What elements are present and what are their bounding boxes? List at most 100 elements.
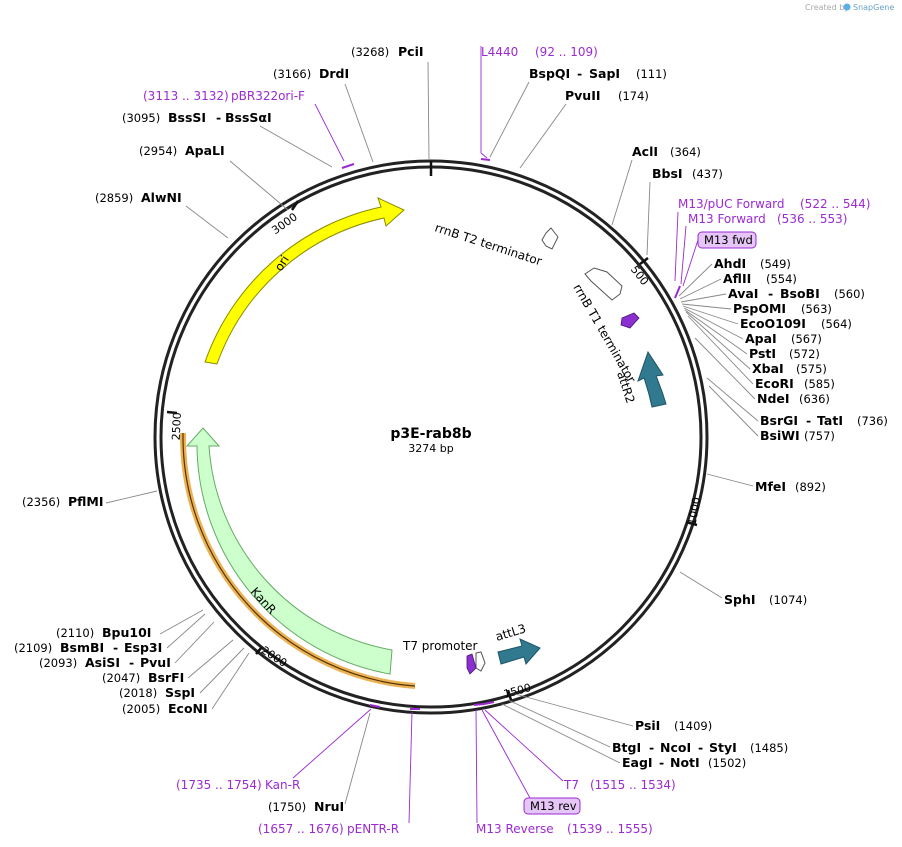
primer-name-m13-forward[interactable]: M13 Forward <box>688 212 766 226</box>
feature-t7-purple-arrow[interactable] <box>466 653 477 675</box>
primer-labels: L4440 (92 .. 109) (3113 .. 3132) pBR322o… <box>143 45 870 836</box>
feature-kanr[interactable] <box>185 427 393 675</box>
primer-name-pentr-r[interactable]: pENTR-R <box>347 822 399 836</box>
site-name-ncoi[interactable]: NcoI <box>660 740 691 755</box>
primer-name-l4440[interactable]: L4440 <box>481 45 518 59</box>
site-name-bsssi[interactable]: BssSI <box>168 110 206 125</box>
primer-range-pbr322ori-f: (3113 .. 3132) <box>143 89 229 103</box>
site-name-aflii[interactable]: AflII <box>723 271 751 286</box>
site-name-ndei[interactable]: NdeI <box>757 391 790 406</box>
site-name-ecoo109i[interactable]: EcoO109I <box>740 316 806 331</box>
leader-m13rev <box>481 709 531 799</box>
site-name-bsobi[interactable]: BsoBI <box>780 286 820 301</box>
primer-box-m13-rev[interactable] <box>523 797 581 815</box>
feature-rrnb-t1[interactable] <box>584 267 623 301</box>
site-name-alwni[interactable]: AlwNI <box>141 190 182 205</box>
leader-m13puc <box>674 211 679 282</box>
leader-econi <box>211 652 250 710</box>
primer-name-m13-reverse[interactable]: M13 Reverse <box>476 822 554 836</box>
site-pos-psii: (1409) <box>674 719 712 733</box>
site-pos-pvuii: (174) <box>618 89 649 103</box>
site-name-pflmi[interactable]: PflMI <box>68 494 104 509</box>
site-pos-bsiwi: (757) <box>804 429 835 443</box>
feature-rrnb-t2[interactable] <box>541 227 559 250</box>
site-name-acli[interactable]: AclI <box>632 144 658 159</box>
site-name-bbsi[interactable]: BbsI <box>652 166 683 181</box>
site-name-psti[interactable]: PstI <box>749 346 776 361</box>
primer-range-kan-r: (1735 .. 1754) <box>176 778 262 792</box>
feature-attr2[interactable] <box>637 350 667 408</box>
leader-bsssi <box>259 125 333 168</box>
primer-range-m13puc-forward: (522 .. 544) <box>800 197 870 211</box>
primer-name-t7[interactable]: T7 <box>563 778 579 792</box>
primer-name-pbr322ori-f[interactable]: pBR322ori-F <box>231 89 305 103</box>
site-name-styi[interactable]: StyI <box>709 740 737 755</box>
site-name-xbai[interactable]: XbaI <box>752 361 784 376</box>
site-name-avai[interactable]: AvaI <box>728 286 758 301</box>
site-name-drdi[interactable]: DrdI <box>319 66 349 81</box>
site-name-pcii[interactable]: PciI <box>398 44 424 59</box>
site-name-bsrgi[interactable]: BsrGI <box>760 413 798 428</box>
site-pos-bsrfi: (2047) <box>102 671 140 685</box>
site-pos-avai: (560) <box>834 287 865 301</box>
site-name-nrui[interactable]: NruI <box>314 799 344 814</box>
feature-ori[interactable] <box>204 197 405 365</box>
site-name-sapi[interactable]: SapI <box>589 66 620 81</box>
site-pos-acli: (364) <box>670 145 701 159</box>
site-pos-bspqi: (111) <box>636 67 667 81</box>
plasmid-name: p3E-rab8b <box>390 426 471 442</box>
site-name-mfei[interactable]: MfeI <box>755 479 786 494</box>
site-name-tati[interactable]: TatI <box>817 413 843 428</box>
site-name-pvui[interactable]: PvuI <box>140 655 171 670</box>
site-sep-ncoi: - <box>698 740 703 755</box>
site-pos-bsrgi: (736) <box>857 414 888 428</box>
primer-range-pentr-r: (1657 .. 1676) <box>258 822 344 836</box>
primer-range-m13-forward: (536 .. 553) <box>777 212 847 226</box>
leader-asisi <box>174 621 215 664</box>
site-name-econi[interactable]: EcoNI <box>168 701 208 716</box>
site-name-apai[interactable]: ApaI <box>745 331 777 346</box>
site-pos-ecori: (585) <box>804 377 835 391</box>
site-name-bsiwi[interactable]: BsiWI <box>760 428 800 443</box>
feature-small-purple-arrow[interactable] <box>620 312 640 329</box>
site-name-bsssai[interactable]: BssSαI <box>225 110 272 125</box>
site-name-pvuii[interactable]: PvuII <box>565 88 601 103</box>
site-pos-bsmbi: (2109) <box>14 641 52 655</box>
site-name-psii[interactable]: PsiI <box>635 718 660 733</box>
site-name-bsrfi[interactable]: BsrFI <box>148 670 184 685</box>
site-pos-sphi: (1074) <box>769 593 807 607</box>
leader-bpu10i <box>159 609 204 635</box>
site-name-bspqi[interactable]: BspQI <box>529 66 570 81</box>
site-name-btgi[interactable]: BtgI <box>612 740 641 755</box>
site-name-bsmbi[interactable]: BsmBI <box>60 640 104 655</box>
site-labels: (3268) PciI (3166) DrdI (3095) BssSI - B… <box>14 44 888 814</box>
site-pos-eagi: (1502) <box>708 756 746 770</box>
site-pos-sspi: (2018) <box>119 686 157 700</box>
site-name-eagi[interactable]: EagI <box>622 755 653 770</box>
site-name-bpu10i[interactable]: Bpu10I <box>102 625 151 640</box>
leader-m13fwd <box>680 225 687 285</box>
site-name-noti[interactable]: NotI <box>670 755 700 770</box>
site-name-ecori[interactable]: EcoRI <box>755 376 794 391</box>
credit-brand: SnapGene <box>853 3 894 12</box>
feature-t7-promoter[interactable] <box>475 651 486 672</box>
leader-bsmbi <box>166 613 206 649</box>
credit-created-by: Created by <box>805 3 849 12</box>
leader-bspqi <box>489 81 530 158</box>
leader-m13fwdbox <box>682 239 699 287</box>
site-name-esp3i[interactable]: Esp3I <box>124 640 162 655</box>
primer-name-kan-r[interactable]: Kan-R <box>265 778 300 792</box>
leader-alwni <box>185 205 229 239</box>
site-name-ahdi[interactable]: AhdI <box>714 256 746 271</box>
feature-label-t7-promoter: T7 promoter <box>402 639 478 653</box>
site-name-apali[interactable]: ApaLI <box>185 143 225 158</box>
site-name-asisi[interactable]: AsiSI <box>85 655 120 670</box>
feature-attl3[interactable] <box>497 638 541 666</box>
site-name-pspomi[interactable]: PspOMI <box>733 301 786 316</box>
site-pos-pflmi: (2356) <box>22 495 60 509</box>
site-name-sphi[interactable]: SphI <box>724 592 756 607</box>
site-name-sspi[interactable]: SspI <box>165 685 195 700</box>
leader-drdi <box>344 83 374 163</box>
primer-name-m13puc-forward[interactable]: M13/pUC Forward <box>678 197 785 211</box>
